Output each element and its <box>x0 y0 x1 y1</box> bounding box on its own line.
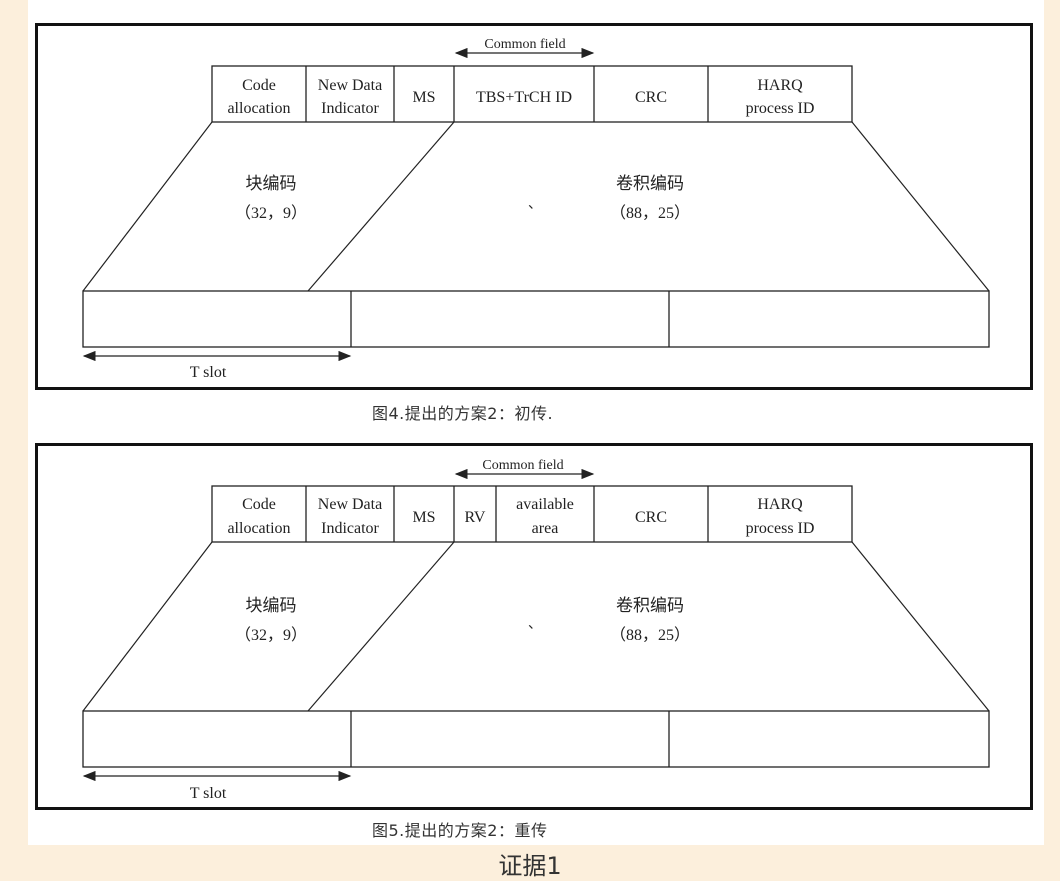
block-code-label: 块编码 <box>246 596 297 615</box>
field-crc: CRC <box>635 89 667 106</box>
field-code-allocation: Code <box>242 77 276 94</box>
figure-4-diagram: Common field Code allocation New Data In… <box>82 37 990 381</box>
field-harq-process-id: HARQ <box>757 496 803 513</box>
field-available-area-line2: area <box>532 520 559 537</box>
field-harq-process-id-line2: process ID <box>746 520 815 537</box>
figure-5-caption: 图5.提出的方案2：重传 <box>372 821 548 840</box>
figure-5-diagram: Common field Code allocation New Data In… <box>82 458 990 802</box>
common-field-label: Common field <box>482 458 563 473</box>
footer-label: 证据1 <box>498 852 562 880</box>
header-field-row <box>211 485 853 543</box>
field-new-data-indicator: New Data <box>318 77 382 94</box>
conv-code-label: 卷积编码 <box>616 174 684 193</box>
figure-5-panel: Common field Code allocation New Data In… <box>35 443 1033 810</box>
conv-code-params: （88，25） <box>610 204 690 222</box>
stray-mark: 、 <box>528 617 542 632</box>
field-new-data-indicator-line2: Indicator <box>321 100 379 117</box>
field-code-allocation-line2: allocation <box>227 100 290 117</box>
field-ms: MS <box>412 509 435 526</box>
field-new-data-indicator-line2: Indicator <box>321 520 379 537</box>
conv-code-params: （88，25） <box>610 626 690 644</box>
figure-4-panel: Common field Code allocation New Data In… <box>35 23 1033 390</box>
stray-mark: 、 <box>528 197 542 212</box>
slot-row <box>82 290 990 348</box>
field-harq-process-id: HARQ <box>757 77 803 94</box>
field-tbs-trch-id: TBS+TrCH ID <box>476 89 572 106</box>
field-code-allocation: Code <box>242 496 276 513</box>
common-field-label: Common field <box>484 37 565 52</box>
block-code-label: 块编码 <box>246 174 297 193</box>
field-crc: CRC <box>635 509 667 526</box>
conv-code-label: 卷积编码 <box>616 596 684 615</box>
header-field-row <box>211 65 853 123</box>
figure-4-caption: 图4.提出的方案2：初传. <box>372 404 554 423</box>
slot-row <box>82 710 990 768</box>
block-code-params: （32，9） <box>235 204 307 222</box>
field-harq-process-id-line2: process ID <box>746 100 815 117</box>
t-slot-label: T slot <box>190 785 227 802</box>
field-ms: MS <box>412 89 435 106</box>
field-available-area: available <box>516 496 574 513</box>
t-slot-label: T slot <box>190 364 227 381</box>
block-code-params: （32，9） <box>235 626 307 644</box>
field-code-allocation-line2: allocation <box>227 520 290 537</box>
field-rv: RV <box>465 509 486 526</box>
field-new-data-indicator: New Data <box>318 496 382 513</box>
